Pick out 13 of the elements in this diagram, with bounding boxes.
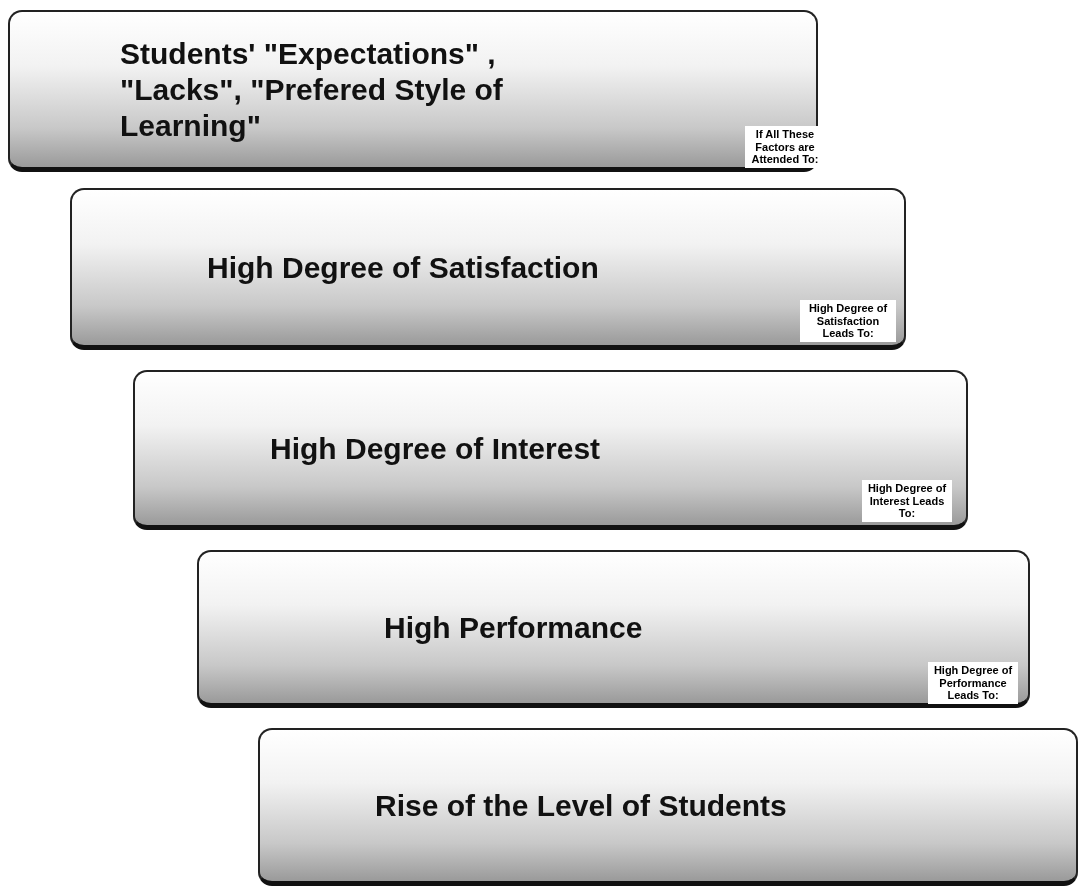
flow-box <box>133 370 968 530</box>
box-title: Students' "Expectations" , "Lacks", "Prefered Style of Learning" <box>120 35 504 144</box>
step-note: High Degree of Performance Leads To: <box>928 662 1018 704</box>
box-title: High Degree of Interest <box>270 430 601 467</box>
flow-box <box>70 188 906 350</box>
box-title: Rise of the Level of Students <box>375 787 787 824</box>
box-title: High Performance <box>384 609 643 646</box>
flow-box <box>258 728 1078 886</box>
flow-box <box>197 550 1030 708</box>
step-note: High Degree of Satisfaction Leads To: <box>800 300 896 342</box>
box-title: High Degree of Satisfaction <box>207 249 599 286</box>
step-note: High Degree of Interest Leads To: <box>862 480 952 522</box>
flow-box <box>8 10 818 172</box>
